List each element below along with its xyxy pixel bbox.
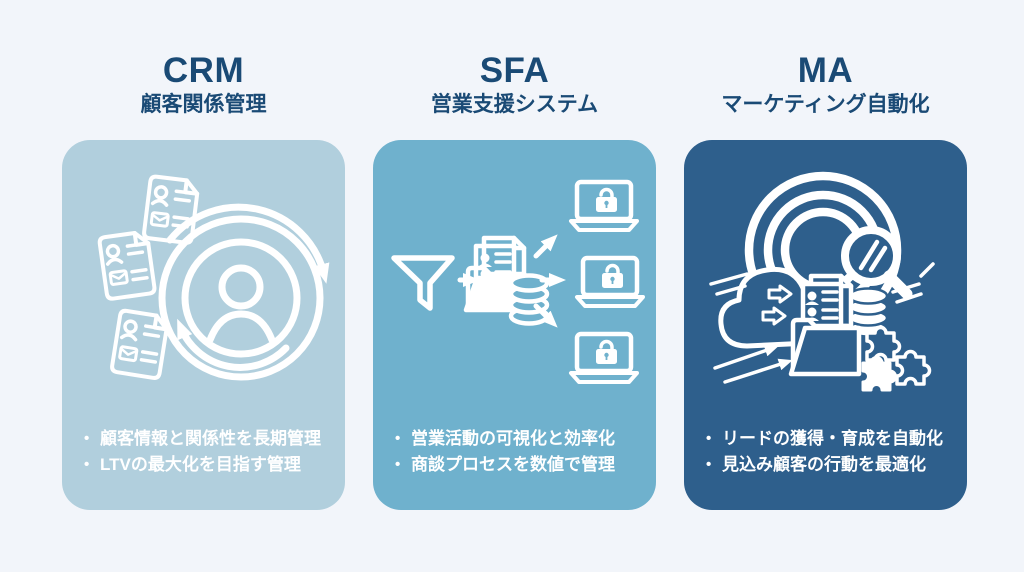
funnel-icon — [390, 255, 455, 311]
bullet-dot: • — [84, 430, 90, 447]
list-item: • リードの獲得・育成を自動化 — [706, 426, 955, 452]
bullet-text: 商談プロセスを数値で管理 — [411, 455, 615, 474]
sfa-subtitle: 営業支援システム — [430, 93, 599, 116]
sfa-bullets: • 営業活動の可視化と効率化 • 商談プロセスを数値で管理 — [373, 426, 656, 478]
crm-subtitle: 顧客関係管理 — [140, 93, 267, 116]
cycle-arrows-icon — [166, 203, 329, 371]
column-sfa: SFA 営業支援システム — [373, 50, 656, 510]
ma-card: • リードの獲得・育成を自動化 • 見込み顧客の行動を最適化 — [684, 140, 967, 510]
crm-illustration — [97, 174, 329, 381]
customer-person-icon — [158, 215, 323, 381]
growth-arrows — [712, 344, 793, 384]
list-item: • 顧客情報と関係性を長期管理 — [84, 426, 333, 452]
list-item: • 営業活動の可視化と効率化 — [395, 426, 644, 452]
bullet-dot: • — [395, 430, 401, 447]
fanout-arrows — [533, 234, 566, 328]
laptop-lock-icon — [568, 179, 645, 384]
ma-illustration — [708, 171, 935, 392]
ma-subtitle: マーケティング自動化 — [721, 93, 930, 116]
sync-arrows — [761, 284, 792, 326]
database-icon — [508, 273, 549, 326]
list-item: • 見込み顧客の行動を最適化 — [706, 452, 955, 478]
list-item: • 商談プロセスを数値で管理 — [395, 452, 644, 478]
folder-documents-icon — [788, 273, 861, 377]
crm-card: • 顧客情報と関係性を長期管理 • LTVの最大化を目指す管理 — [62, 140, 345, 510]
bullet-text: リードの獲得・育成を自動化 — [722, 429, 943, 448]
magnifier-icon — [840, 226, 912, 300]
ma-title: MA — [797, 51, 854, 90]
bullet-text: 顧客情報と関係性を長期管理 — [100, 429, 321, 448]
column-crm: CRM 顧客関係管理 — [62, 50, 345, 510]
bullet-text: 見込み顧客の行動を最適化 — [722, 455, 926, 474]
contact-sheet-icon — [97, 174, 199, 380]
bullet-dot: • — [706, 430, 712, 447]
sfa-title: SFA — [479, 51, 550, 90]
ma-bullets: • リードの獲得・育成を自動化 • 見込み顧客の行動を最適化 — [684, 426, 967, 478]
column-ma: MA マーケティング自動化 — [684, 50, 967, 510]
bullet-dot: • — [706, 456, 712, 473]
sfa-illustration — [390, 179, 645, 384]
bullet-text: LTVの最大化を目指す管理 — [100, 455, 301, 474]
bullet-dot: • — [84, 456, 90, 473]
crm-title: CRM — [162, 51, 245, 90]
crm-bullets: • 顧客情報と関係性を長期管理 • LTVの最大化を目指す管理 — [62, 426, 345, 478]
puzzle-icon — [861, 325, 931, 392]
list-item: • LTVの最大化を目指す管理 — [84, 452, 333, 478]
sfa-card: • 営業活動の可視化と効率化 • 商談プロセスを数値で管理 — [373, 140, 656, 510]
bullet-dot: • — [395, 456, 401, 473]
bullet-text: 営業活動の可視化と効率化 — [411, 429, 615, 448]
columns-row: CRM 顧客関係管理 — [62, 50, 967, 510]
